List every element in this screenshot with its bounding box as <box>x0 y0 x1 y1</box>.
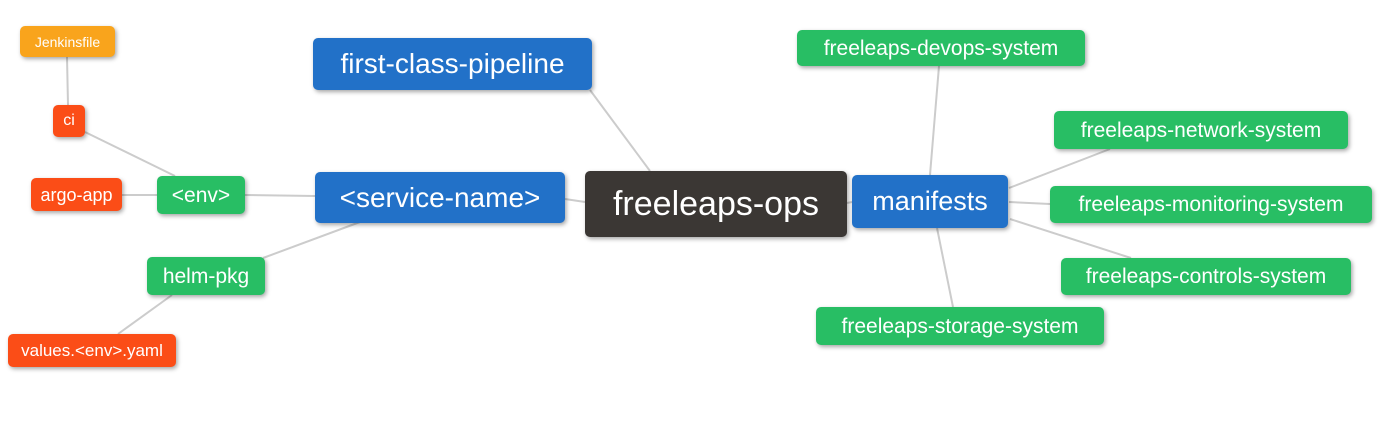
node-ci[interactable]: ci <box>53 105 85 137</box>
node-manifests[interactable]: manifests <box>852 175 1008 228</box>
edge-env-to-service-name <box>244 194 316 197</box>
node-argo-app[interactable]: argo-app <box>31 178 122 211</box>
edge-first-class-pipeline-to-freeleaps-ops <box>589 89 651 172</box>
edge-manifests-to-devops-system <box>929 65 940 176</box>
edge-manifests-to-monitoring-system <box>1008 201 1051 205</box>
edge-helm-pkg-to-values-env-yaml <box>117 294 173 335</box>
node-first-class-pipeline[interactable]: first-class-pipeline <box>313 38 592 90</box>
edge-service-name-to-helm-pkg <box>262 221 361 259</box>
node-devops-system[interactable]: freeleaps-devops-system <box>797 30 1085 66</box>
edge-ci-to-env <box>84 131 176 177</box>
node-storage-system[interactable]: freeleaps-storage-system <box>816 307 1104 345</box>
node-values-env-yaml[interactable]: values.<env>.yaml <box>8 334 176 367</box>
edge-jenkinsfile-to-ci <box>66 56 69 106</box>
edge-manifests-to-controls-system <box>1009 218 1132 259</box>
node-jenkinsfile[interactable]: Jenkinsfile <box>20 26 115 57</box>
node-network-system[interactable]: freeleaps-network-system <box>1054 111 1348 149</box>
edge-service-name-to-freeleaps-ops <box>564 198 586 203</box>
node-controls-system[interactable]: freeleaps-controls-system <box>1061 258 1351 295</box>
node-env[interactable]: <env> <box>157 176 245 214</box>
edge-manifests-to-storage-system <box>936 227 954 308</box>
node-helm-pkg[interactable]: helm-pkg <box>147 257 265 295</box>
node-service-name[interactable]: <service-name> <box>315 172 565 223</box>
node-monitoring-system[interactable]: freeleaps-monitoring-system <box>1050 186 1372 223</box>
node-freeleaps-ops[interactable]: freeleaps-ops <box>585 171 847 237</box>
edge-manifests-to-network-system <box>1008 148 1111 189</box>
